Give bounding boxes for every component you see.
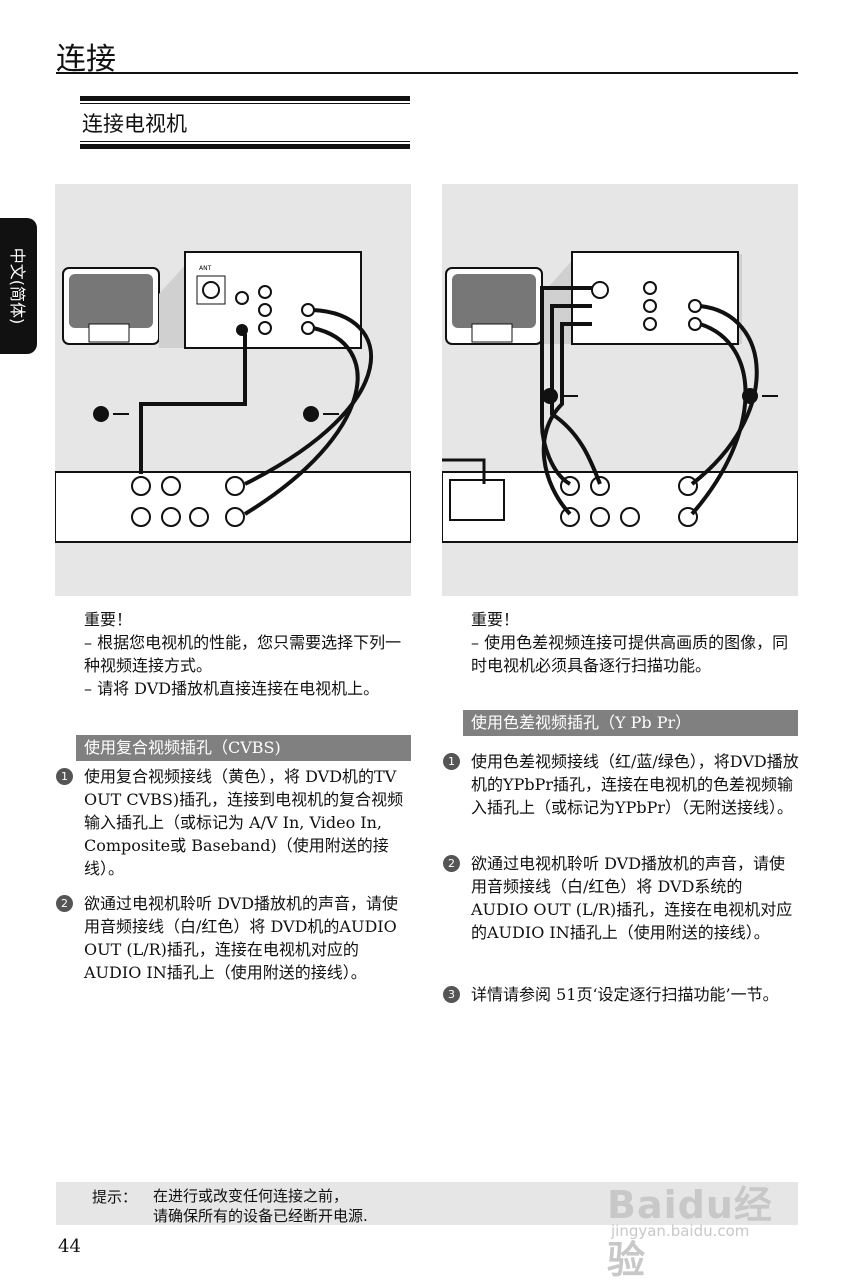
step-text: 详情请参阅 51页‘设定逐行扫描功能’一节。 bbox=[471, 985, 779, 1004]
watermark-url: jingyan.baidu.com bbox=[611, 1222, 750, 1240]
step-number: 2 bbox=[443, 855, 460, 872]
step-number: 2 bbox=[56, 895, 73, 912]
note-item: – 使用色差视频连接可提供高画质的图像，同时电视机必须具备逐行扫描功能。 bbox=[471, 633, 789, 675]
page-number: 44 bbox=[58, 1236, 81, 1257]
important-heading: 重要！ bbox=[84, 610, 133, 629]
step-text: 使用色差视频接线（红/蓝/绿色），将DVD播放机的YPbPr插孔，连接在电视机的… bbox=[471, 752, 799, 817]
note-item: – 根据您电视机的性能，您只需要选择下列一种视频连接方式。 bbox=[84, 633, 402, 675]
language-side-tab: 中文(简体) bbox=[0, 218, 37, 354]
important-heading: 重要！ bbox=[471, 610, 520, 629]
composite-connection-diagram: ANT bbox=[55, 184, 411, 596]
section-rule-bottom bbox=[80, 144, 410, 149]
step-text: 欲通过电视机聆听 DVD播放机的声音，请使用音频接线（白/红色）将 DVD系统的… bbox=[471, 854, 793, 942]
section-rule-top bbox=[80, 96, 410, 101]
baidu-watermark: Baidu经验 jingyan.baidu.com bbox=[601, 1152, 801, 1282]
subheading-cvbs: 使用复合视频插孔（CVBS) bbox=[76, 735, 411, 761]
subheading-ypbpr: 使用色差视频插孔（Y Pb Pr） bbox=[463, 710, 798, 736]
panel-label: ANT bbox=[199, 265, 212, 272]
tip-line: 请确保所有的设备已经断开电源. bbox=[153, 1207, 368, 1225]
language-label: 中文(简体) bbox=[7, 247, 27, 325]
tip-box bbox=[56, 1182, 798, 1225]
watermark-logo: Baidu经验 bbox=[607, 1183, 773, 1282]
dvd-player-back-panel bbox=[131, 476, 245, 527]
component-connection-diagram bbox=[442, 184, 798, 596]
dvd-player-back-panel bbox=[449, 476, 698, 527]
step-number: 3 bbox=[443, 986, 460, 1003]
tip-label: 提示： bbox=[92, 1188, 138, 1206]
tip-text: 在进行或改变任何连接之前， 请确保所有的设备已经断开电源. bbox=[153, 1186, 368, 1226]
step-text: 欲通过电视机聆听 DVD播放机的声音，请使用音频接线（白/红色）将 DVD机的A… bbox=[84, 894, 399, 982]
section-title: 连接电视机 bbox=[82, 112, 187, 136]
tv-illustration bbox=[445, 267, 543, 345]
page-title: 连接 bbox=[56, 42, 116, 77]
step-number: 1 bbox=[443, 753, 460, 770]
step-text: 使用复合视频接线（黄色），将 DVD机的TV OUT CVBS)插孔，连接到电视… bbox=[84, 767, 404, 878]
section-rule-top-thin bbox=[80, 103, 410, 104]
step-number: 1 bbox=[56, 768, 73, 785]
tip-line: 在进行或改变任何连接之前， bbox=[153, 1187, 349, 1205]
tv-back-panel: ANT bbox=[184, 251, 362, 349]
note-item: – 请将 DVD播放机直接连接在电视机上。 bbox=[84, 679, 380, 698]
section-rule-bottom-thin bbox=[80, 141, 410, 142]
tv-illustration bbox=[62, 267, 160, 345]
title-rule bbox=[56, 72, 798, 74]
